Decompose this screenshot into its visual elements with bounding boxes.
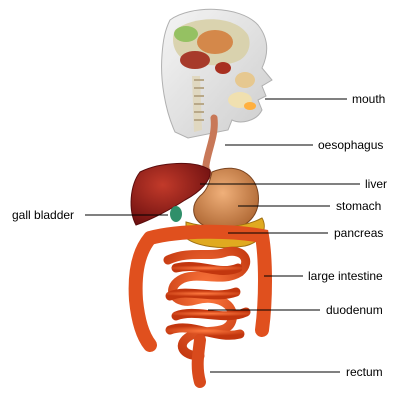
large-intestine-organ (128, 224, 272, 352)
head-illustration (161, 8, 273, 139)
labels: mouth oesophagus liver gall bladder stom… (12, 92, 387, 379)
label-rectum: rectum (346, 365, 383, 379)
liver-organ (130, 162, 211, 226)
leader-lines (85, 98, 360, 373)
gall-bladder-organ (170, 206, 182, 222)
label-large-intestine: large intestine (308, 269, 383, 283)
label-stomach: stomach (336, 199, 381, 213)
label-pancreas: pancreas (334, 226, 383, 240)
label-liver: liver (365, 177, 387, 191)
label-gall-bladder: gall bladder (12, 208, 74, 222)
oesophagus-tube (202, 114, 218, 182)
small-intestine-coils (163, 246, 251, 361)
label-oesophagus: oesophagus (318, 138, 383, 152)
label-mouth: mouth (352, 92, 385, 106)
label-duodenum: duodenum (326, 303, 383, 317)
rectum-organ (191, 334, 206, 388)
